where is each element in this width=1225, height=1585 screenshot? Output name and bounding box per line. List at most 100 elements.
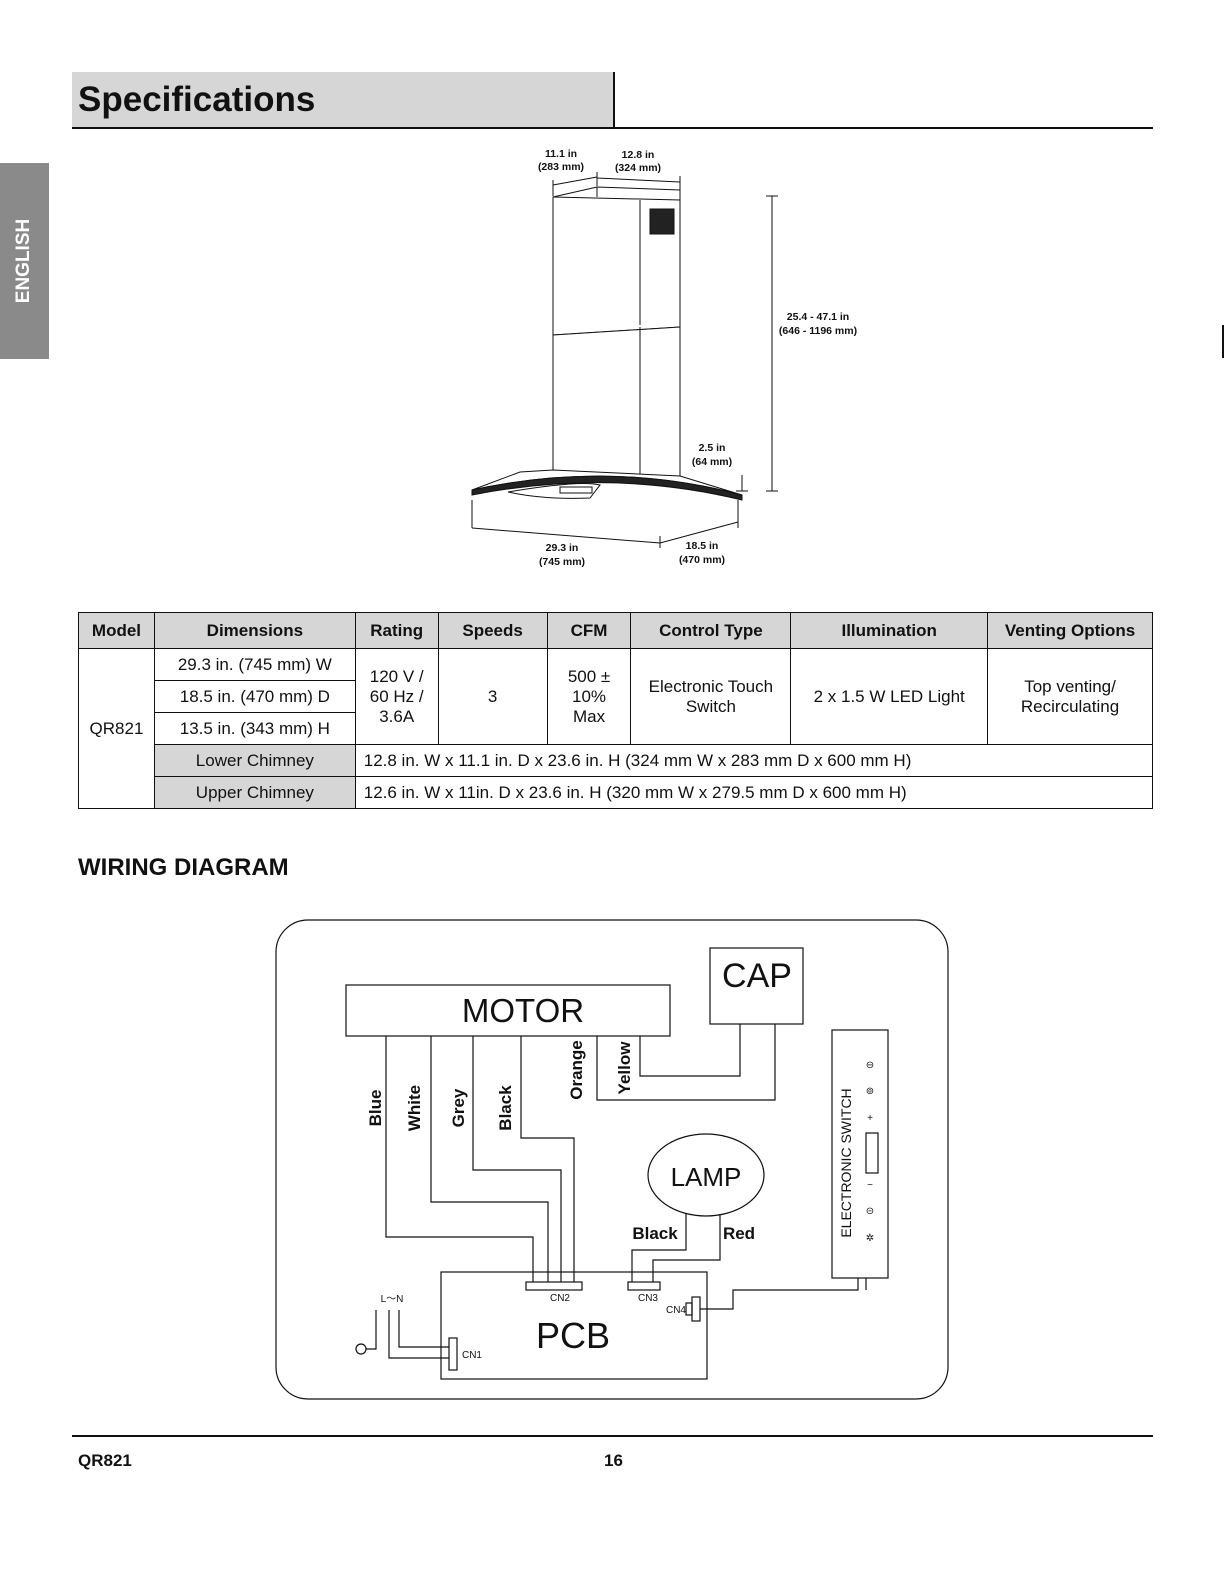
dim-depth-top-in: 11.1 in bbox=[545, 148, 577, 160]
electronic-switch-box bbox=[831, 1029, 889, 1279]
wire-label-yellow: Yellow bbox=[615, 1041, 634, 1095]
cell-model: QR821 bbox=[78, 648, 155, 809]
switch-symbol: ⊚ bbox=[866, 1086, 874, 1097]
cell-lower-chimney-value: 12.8 in. W x 11.1 in. D x 23.6 in. H (32… bbox=[354, 744, 1154, 777]
control-panel bbox=[559, 486, 593, 494]
wire-lamp-black bbox=[631, 1214, 687, 1282]
switch-symbol: + bbox=[867, 1113, 873, 1124]
wire-label-blue: Blue bbox=[366, 1090, 385, 1127]
cell-dimension-width: 29.3 in. (745 mm) W bbox=[153, 648, 356, 681]
rating-line: 120 V / bbox=[369, 666, 424, 686]
cfm-line: Max bbox=[572, 706, 606, 726]
hood-dimension-drawing: 11.1 in (283 mm) 12.8 in (324 mm) 25.4 -… bbox=[471, 148, 857, 568]
header-speeds: Speeds bbox=[437, 612, 548, 649]
language-tab bbox=[0, 163, 49, 359]
venting-line: Recirculating bbox=[1020, 696, 1120, 716]
dim-depth-bottom-in: 18.5 in bbox=[686, 540, 719, 552]
cell-illumination: 2 x 1.5 W LED Light bbox=[790, 648, 989, 745]
cell-upper-chimney-value: 12.6 in. W x 11in. D x 23.6 in. H (320 m… bbox=[354, 776, 1154, 809]
dim-width-top-mm: (324 mm) bbox=[615, 162, 661, 174]
rating-line: 60 Hz / bbox=[369, 686, 424, 706]
control-line: Switch bbox=[685, 696, 736, 716]
wire-label-orange: Orange bbox=[567, 1040, 586, 1100]
page-edge-mark bbox=[1222, 325, 1224, 358]
header-venting: Venting Options bbox=[987, 612, 1153, 649]
electronic-switch-label: ELECTRONIC SWITCH bbox=[838, 1088, 854, 1237]
ground-icon bbox=[355, 1343, 367, 1355]
cell-venting: Top venting/ Recirculating bbox=[987, 648, 1153, 745]
dim-height-total-in: 25.4 - 47.1 in bbox=[787, 311, 849, 323]
wire-blue bbox=[385, 1036, 534, 1282]
header-divider bbox=[613, 72, 615, 128]
cfm-line: 500 ± bbox=[567, 666, 611, 686]
cn2-connector bbox=[525, 1281, 583, 1291]
dim-width-bottom-in: 29.3 in bbox=[546, 542, 579, 554]
spec-table: Model Dimensions Rating Speeds CFM Contr… bbox=[78, 612, 1154, 809]
wire-label-black: Black bbox=[496, 1085, 515, 1131]
header-cfm: CFM bbox=[546, 612, 632, 649]
lamp-wire-label-red: Red bbox=[723, 1224, 755, 1243]
footer-model: QR821 bbox=[78, 1451, 132, 1470]
cell-lower-chimney-label: Lower Chimney bbox=[153, 744, 356, 777]
cn1-connector bbox=[448, 1337, 458, 1371]
switch-symbols: ⊖ ⊚ + − ⊝ ✲ bbox=[866, 1060, 874, 1244]
switch-symbol: ✲ bbox=[866, 1233, 874, 1244]
cell-upper-chimney-label: Upper Chimney bbox=[153, 776, 356, 809]
cell-cfm: 500 ± 10% Max bbox=[546, 648, 632, 745]
table-header-row: Model Dimensions Rating Speeds CFM Contr… bbox=[78, 612, 1153, 649]
wire-orange bbox=[596, 1024, 776, 1101]
pcb-label: PCB bbox=[536, 1315, 610, 1356]
table-row: Lower Chimney 12.8 in. W x 11.1 in. D x … bbox=[79, 744, 1154, 777]
wire-switch bbox=[700, 1278, 859, 1310]
cfm-line: 10% bbox=[572, 686, 607, 706]
lamp-label: LAMP bbox=[671, 1162, 742, 1192]
dim-depth-bottom-mm: (470 mm) bbox=[679, 554, 725, 566]
dim-canopy-height-mm: (64 mm) bbox=[692, 456, 732, 468]
cn4-label: CN4 bbox=[666, 1305, 686, 1316]
wiring-diagram-title: WIRING DIAGRAM bbox=[78, 854, 289, 881]
wire-white bbox=[430, 1036, 549, 1282]
header-control-type: Control Type bbox=[630, 612, 792, 649]
cn1-label: CN1 bbox=[462, 1350, 482, 1361]
dim-width-top-in: 12.8 in bbox=[622, 149, 655, 161]
dim-width-bottom-mm: (745 mm) bbox=[539, 556, 585, 568]
cap-label: CAP bbox=[722, 957, 792, 995]
wire-label-grey: Grey bbox=[449, 1088, 468, 1127]
table-row: 18.5 in. (470 mm) D bbox=[79, 680, 1153, 713]
motor-label: MOTOR bbox=[462, 992, 584, 1029]
control-line: Electronic Touch bbox=[648, 676, 774, 696]
wire-power-n bbox=[398, 1310, 449, 1348]
cell-rating: 120 V / 60 Hz / 3.6A bbox=[354, 648, 439, 745]
motor-box bbox=[345, 984, 671, 1037]
table-row: 13.5 in. (343 mm) H bbox=[79, 712, 1153, 745]
venting-line: Top venting/ bbox=[1024, 676, 1116, 696]
rating-line: 3.6A bbox=[379, 706, 415, 726]
table-row: QR821 29.3 in. (745 mm) W 120 V / 60 Hz … bbox=[78, 648, 1153, 809]
vent-grille bbox=[649, 208, 675, 235]
lamp-ellipse bbox=[647, 1133, 765, 1217]
dim-canopy-height-in: 2.5 in bbox=[699, 442, 726, 454]
wire-label-white: White bbox=[405, 1085, 424, 1131]
dim-height-total-mm: (646 - 1196 mm) bbox=[779, 325, 857, 337]
cn3-label: CN3 bbox=[638, 1293, 658, 1304]
header-bar bbox=[72, 72, 614, 127]
switch-symbol: ⊖ bbox=[866, 1060, 874, 1071]
footer-rule bbox=[72, 1435, 1153, 1437]
header-model: Model bbox=[78, 612, 155, 649]
header-dimensions: Dimensions bbox=[153, 612, 356, 649]
dim-depth-top-mm: (283 mm) bbox=[538, 161, 584, 173]
cell-speeds: 3 bbox=[437, 648, 548, 745]
cn2-label: CN2 bbox=[550, 1293, 570, 1304]
header-rating: Rating bbox=[354, 612, 439, 649]
page-title: Specifications bbox=[78, 80, 316, 119]
cn3-connector bbox=[627, 1281, 661, 1291]
diagram-frame bbox=[275, 919, 949, 1400]
wire-black bbox=[520, 1036, 575, 1282]
cell-dimension-height: 13.5 in. (343 mm) H bbox=[153, 712, 356, 745]
cell-dimension-depth: 18.5 in. (470 mm) D bbox=[153, 680, 356, 713]
switch-symbol: − bbox=[867, 1180, 873, 1191]
cn4-connector bbox=[691, 1296, 701, 1322]
upper-chimney bbox=[552, 186, 681, 336]
header-rule bbox=[72, 127, 1153, 129]
